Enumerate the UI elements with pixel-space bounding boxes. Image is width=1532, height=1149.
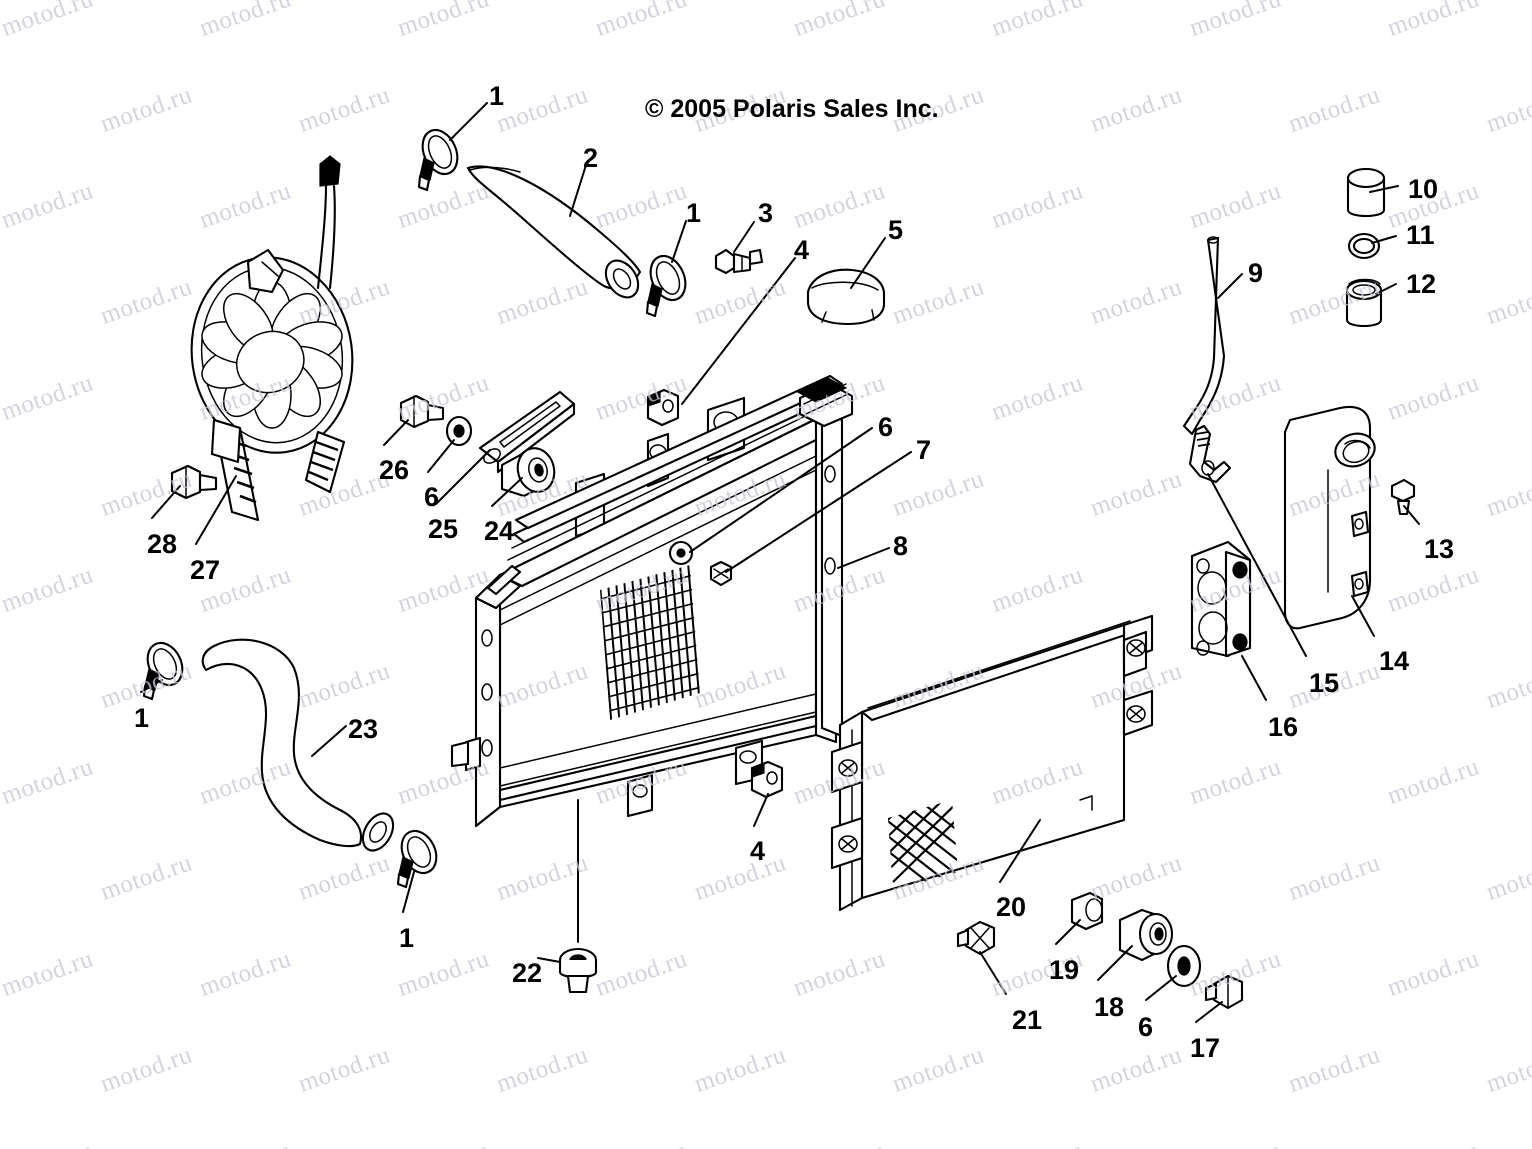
callout-10-reservoir-cap: 10	[1408, 174, 1439, 204]
callout-6-washer-fan-mount: 6	[424, 482, 440, 512]
bolt-28-art	[170, 464, 218, 500]
hose-clamp-1-upper-right-art	[645, 254, 687, 318]
callout-24-rubber-bushing: 24	[484, 516, 515, 546]
callout-25-slotted-strap: 25	[428, 514, 459, 544]
lower-radiator-hose-art	[201, 638, 395, 852]
callout-15-fitting-elbow: 15	[1309, 668, 1340, 698]
fitting-elbow-15-art	[1188, 424, 1232, 484]
hose-clamp-1-lower-left-art	[142, 641, 184, 701]
callout-7-nut-radiator: 7	[916, 435, 932, 465]
screw-13-art	[1390, 478, 1416, 516]
mounting-bracket-plate-16-art	[1190, 540, 1252, 658]
upper-radiator-hose-art	[466, 165, 642, 299]
callout-13-screw-reservoir: 13	[1424, 534, 1455, 564]
callout-16-mounting-bracket: 16	[1268, 712, 1299, 742]
callout-8-radiator-side-rail: 8	[893, 531, 909, 561]
callout-17-bolt-screen: 17	[1190, 1033, 1221, 1063]
washer-6-fan-art	[445, 415, 473, 447]
callout-9-overflow-tube: 9	[1248, 258, 1264, 288]
retaining-clip-4-upper-art	[646, 388, 680, 427]
o-ring-11-art	[1347, 232, 1381, 260]
callout-22-drain-plug: 22	[512, 958, 543, 988]
copyright-notice: © 2005 Polaris Sales Inc.	[645, 95, 939, 123]
radiator-screen-guard-art	[830, 614, 1154, 912]
leader-lines	[140, 102, 1420, 1023]
coolant-reservoir-tank-art	[1283, 406, 1376, 630]
radiator-cap-art	[806, 268, 886, 326]
slotted-strap-25-art	[478, 390, 576, 474]
filler-neck-12-art	[1345, 278, 1383, 328]
drain-plug-22-art	[558, 947, 598, 994]
callout-20-radiator-screen-guard: 20	[996, 892, 1027, 922]
callout-12-filler-neck: 12	[1406, 269, 1437, 299]
callout-28-bolt-fan-lower: 28	[147, 529, 178, 559]
radiator-core-art	[450, 374, 854, 828]
callout-6-washer-radiator: 6	[878, 412, 894, 442]
callout-6-washer-screen: 6	[1138, 1012, 1154, 1042]
callout-4-retaining-clip-lower: 4	[750, 836, 766, 866]
callout-26-bolt-fan-mount: 26	[379, 455, 410, 485]
callout-27-cooling-fan-assembly: 27	[190, 555, 221, 585]
temperature-sensor-art	[714, 248, 764, 275]
callout-18-grommet-bushing: 18	[1094, 992, 1125, 1022]
callout-4-retaining-clip-upper: 4	[794, 235, 810, 265]
callout-1-hose-clamp-lower-right: 1	[399, 923, 415, 953]
callout-3-temperature-sensor: 3	[758, 198, 774, 228]
hose-clamp-1-upper-left-art	[417, 128, 459, 192]
callout-21-bolt-screen-guard: 21	[1012, 1005, 1043, 1035]
hose-clamp-1-lower-right-art	[396, 829, 438, 889]
cooling-fan-assembly-art	[190, 155, 354, 522]
callout-14-coolant-reservoir: 14	[1379, 646, 1410, 676]
overflow-tube-9-art	[1182, 236, 1226, 436]
callout-1-hose-clamp-upper-left: 1	[489, 81, 505, 111]
retaining-clip-4-lower-art	[750, 760, 784, 799]
callout-1-hose-clamp-lower-left: 1	[134, 703, 150, 733]
bolt-17-art	[1204, 974, 1244, 1010]
callout-1-hose-clamp-upper-right: 1	[686, 198, 702, 228]
reservoir-cap-10-art	[1346, 167, 1386, 218]
callout-11-o-ring-seal: 11	[1406, 220, 1435, 250]
callout-2-upper-radiator-hose: 2	[583, 143, 599, 173]
callout-5-radiator-cap: 5	[888, 215, 904, 245]
callout-19-spacer-sleeve: 19	[1049, 955, 1080, 985]
bolt-21-art	[956, 920, 996, 956]
callout-23-lower-radiator-hose: 23	[348, 714, 379, 744]
